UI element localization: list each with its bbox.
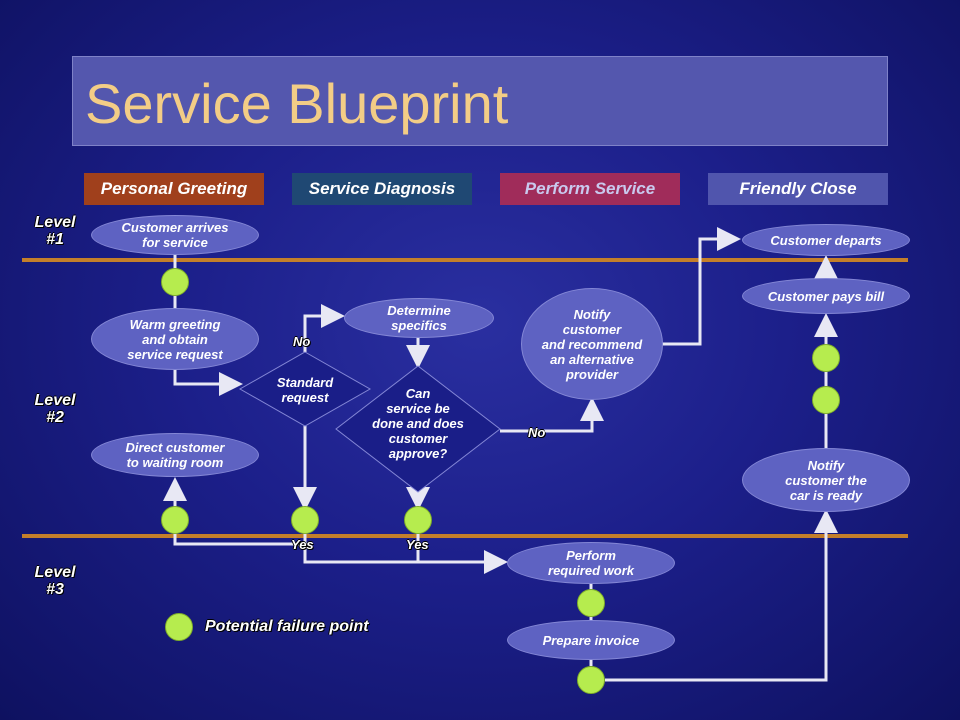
can-service-diamond <box>335 365 501 493</box>
node-notify-alternative: Notify customer and recommend an alterna… <box>521 288 663 400</box>
failure-point <box>577 666 605 694</box>
lane-divider-lower <box>22 534 908 538</box>
page-title: Service Blueprint <box>85 72 509 135</box>
level-3-label: Level #3 <box>34 564 76 598</box>
phase-friendly-close: Friendly Close <box>708 173 888 205</box>
node-notify-ready: Notify customer the car is ready <box>742 448 910 512</box>
level-2-label: Level #2 <box>34 392 76 426</box>
title-banner: Service Blueprint <box>72 56 888 146</box>
legend-label: Potential failure point <box>205 618 369 635</box>
phase-perform-service: Perform Service <box>500 173 680 205</box>
failure-point <box>577 589 605 617</box>
phase-personal-greeting: Personal Greeting <box>84 173 264 205</box>
standard-request-text: Standard request <box>276 375 334 405</box>
level-1-label: Level #1 <box>34 214 76 248</box>
node-determine-specifics: Determine specifics <box>344 298 494 338</box>
phase-service-diagnosis: Service Diagnosis <box>292 173 472 205</box>
edge-label-yes-can: Yes <box>406 537 429 552</box>
failure-point <box>404 506 432 534</box>
node-customer-arrives: Customer arrives for service <box>91 215 259 255</box>
node-direct-customer: Direct customer to waiting room <box>91 433 259 477</box>
edge-label-no-standard: No <box>293 334 311 349</box>
edge-label-no-can: No <box>528 425 546 440</box>
legend-failure-point-icon <box>165 613 193 641</box>
failure-point <box>812 344 840 372</box>
lane-divider-upper <box>22 258 908 262</box>
node-customer-departs: Customer departs <box>742 224 910 256</box>
failure-point <box>812 386 840 414</box>
failure-point <box>161 268 189 296</box>
edge-label-yes-standard: Yes <box>291 537 314 552</box>
node-customer-pays: Customer pays bill <box>742 278 910 314</box>
node-perform-work: Perform required work <box>507 542 675 584</box>
standard-request-diamond <box>238 351 372 427</box>
failure-point <box>291 506 319 534</box>
failure-point <box>161 506 189 534</box>
node-warm-greeting: Warm greeting and obtain service request <box>91 308 259 370</box>
node-prepare-invoice: Prepare invoice <box>507 620 675 660</box>
can-service-text: Can service be done and does customer ap… <box>372 386 464 461</box>
